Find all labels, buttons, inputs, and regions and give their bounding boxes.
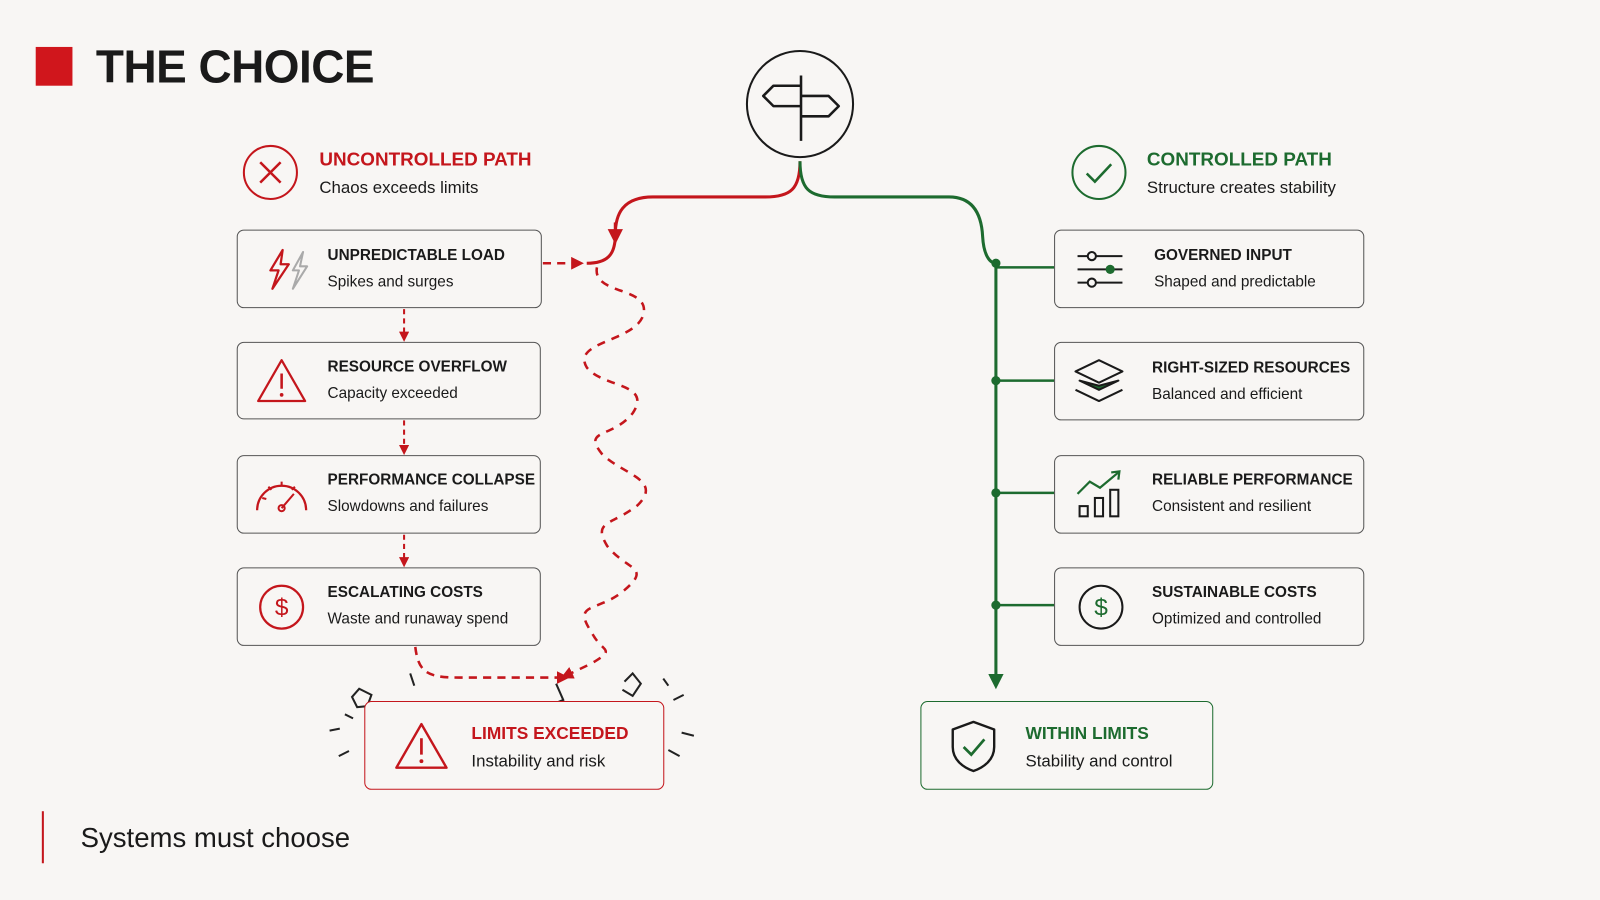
- card-title: PERFORMANCE COLLAPSE: [327, 471, 536, 489]
- gauge-icon: [256, 481, 308, 512]
- uncontrolled-path-title: UNCONTROLLED PATH: [319, 147, 532, 170]
- signpost-icon: [745, 49, 855, 159]
- uncontrolled-path-subtitle: Chaos exceeds limits: [319, 178, 479, 197]
- chart-up-icon: [1076, 469, 1121, 517]
- card-title: LIMITS EXCEEDED: [471, 723, 629, 743]
- footer-text: Systems must choose: [80, 822, 351, 854]
- x-circle-icon: [242, 144, 299, 206]
- footer-marker: [41, 811, 44, 864]
- uncontrolled-path-line: [586, 161, 802, 265]
- card-subtitle: Capacity exceeded: [327, 384, 458, 403]
- card-sustainable-costs: $ SUSTAINABLE COSTS Optimized and contro…: [1054, 567, 1365, 646]
- page-title: THE CHOICE: [95, 40, 375, 93]
- card-title: RESOURCE OVERFLOW: [327, 358, 507, 376]
- lightning-icon: [269, 248, 309, 290]
- debris-marks: [329, 671, 695, 758]
- card-title: UNPREDICTABLE LOAD: [327, 246, 505, 265]
- card-title: SUSTAINABLE COSTS: [1152, 583, 1317, 602]
- card-title: GOVERNED INPUT: [1154, 246, 1292, 265]
- dollar-icon: $: [1078, 584, 1124, 630]
- card-resource-overflow: RESOURCE OVERFLOW Capacity exceeded: [236, 341, 541, 420]
- controlled-path-line: [798, 161, 1004, 690]
- card-title: WITHIN LIMITS: [1025, 723, 1149, 743]
- controlled-path-subtitle: Structure creates stability: [1146, 178, 1336, 197]
- card-subtitle: Waste and runaway spend: [327, 610, 509, 628]
- card-subtitle: Instability and risk: [471, 752, 606, 771]
- card-escalating-costs: $ ESCALATING COSTS Waste and runaway spe…: [236, 567, 541, 646]
- shield-check-icon: [951, 720, 996, 772]
- card-limits-exceeded: LIMITS EXCEEDED Instability and risk: [364, 701, 665, 790]
- card-right-sized-resources: RIGHT-SIZED RESOURCES Balanced and effic…: [1054, 341, 1365, 421]
- card-reliable-performance: RELIABLE PERFORMANCE Consistent and resi…: [1054, 455, 1365, 534]
- card-subtitle: Stability and control: [1025, 752, 1173, 771]
- card-title: RIGHT-SIZED RESOURCES: [1152, 359, 1351, 377]
- card-subtitle: Shaped and predictable: [1154, 273, 1316, 291]
- layers-icon: [1074, 358, 1124, 402]
- svg-text:$: $: [275, 594, 289, 621]
- card-subtitle: Balanced and efficient: [1152, 385, 1303, 404]
- dollar-icon: $: [259, 584, 305, 630]
- card-within-limits: WITHIN LIMITS Stability and control: [920, 701, 1214, 790]
- controlled-path-title: CONTROLLED PATH: [1146, 147, 1332, 170]
- svg-text:$: $: [1094, 594, 1108, 621]
- card-title: ESCALATING COSTS: [327, 583, 483, 602]
- card-governed-input: GOVERNED INPUT Shaped and predictable: [1054, 229, 1365, 309]
- card-subtitle: Consistent and resilient: [1152, 497, 1312, 516]
- card-subtitle: Optimized and controlled: [1152, 610, 1322, 628]
- card-performance-collapse: PERFORMANCE COLLAPSE Slowdowns and failu…: [236, 455, 541, 534]
- card-subtitle: Slowdowns and failures: [327, 497, 489, 516]
- card-unpredictable-load: UNPREDICTABLE LOAD Spikes and surges: [236, 229, 542, 309]
- warning-icon: [257, 359, 307, 403]
- card-subtitle: Spikes and surges: [327, 273, 454, 291]
- title-marker: [35, 46, 73, 86]
- sliders-icon: [1077, 250, 1123, 288]
- warning-icon: [395, 722, 448, 769]
- chaos-wavy-line: [560, 267, 647, 679]
- check-circle-icon: [1070, 144, 1127, 206]
- card-title: RELIABLE PERFORMANCE: [1152, 471, 1353, 489]
